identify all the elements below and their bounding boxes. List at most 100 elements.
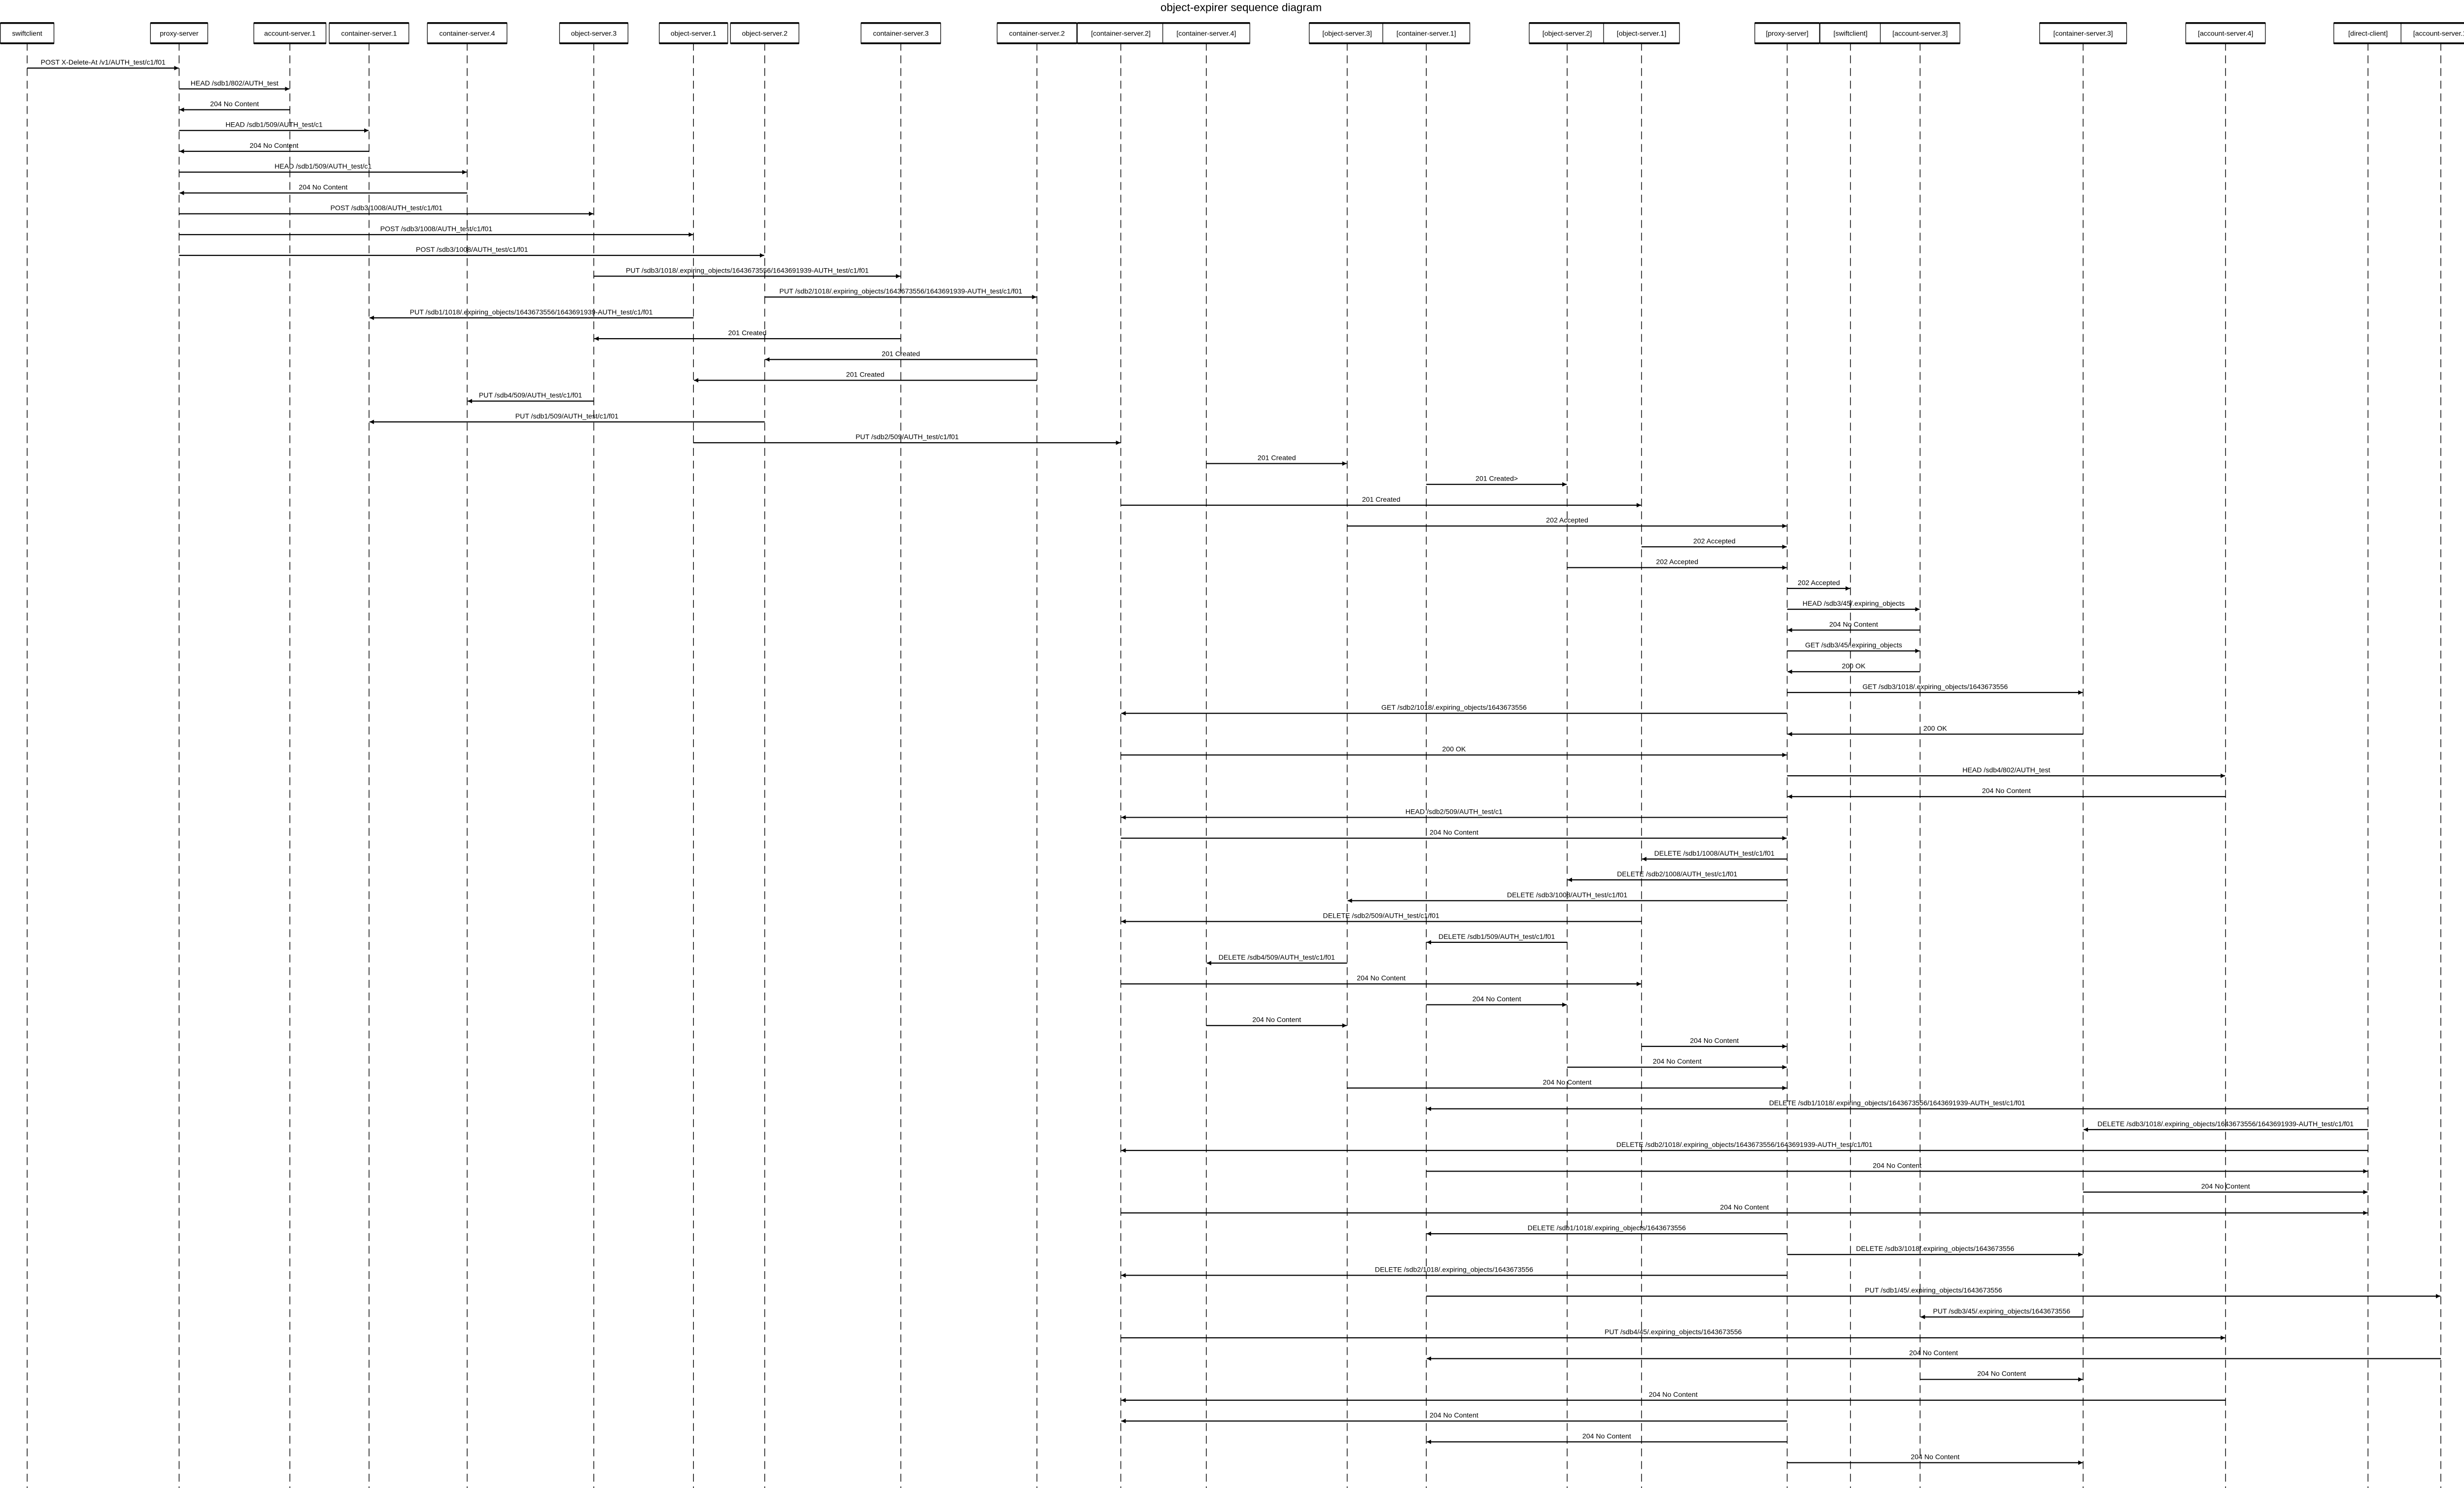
message-label: POST X-Delete-At /v1/AUTH_test/c1/f01 <box>41 58 166 66</box>
message: DELETE /sdb2/1018/.expiring_objects/1643… <box>1121 1141 2368 1153</box>
participant-box: account-server.1 <box>253 22 327 44</box>
message: 201 Created> <box>1426 475 1567 487</box>
message: DELETE /sdb3/1018/.expiring_objects/1643… <box>1787 1245 2083 1257</box>
participant-label: [object-server.2] <box>1542 30 1592 37</box>
message: DELETE /sdb1/1018/.expiring_objects/1643… <box>1427 1099 2368 1111</box>
message-label: HEAD /sdb1/509/AUTH_test/c1 <box>274 162 372 170</box>
message-label: 204 No Content <box>1649 1390 1698 1398</box>
message-label: 204 No Content <box>2201 1182 2250 1190</box>
participant-label: object-server.2 <box>742 30 787 37</box>
participant-label: [object-server.3] <box>1322 30 1372 37</box>
message: 204 No Content <box>1787 787 2226 799</box>
message-label: GET /sdb3/1018/.expiring_objects/1643673… <box>1862 683 2008 691</box>
message: 202 Accepted <box>1567 558 1787 570</box>
message-label: DELETE /sdb2/1018/.expiring_objects/1643… <box>1375 1265 1533 1273</box>
message: 204 No Content <box>1347 1078 1787 1090</box>
message: DELETE /sdb3/1008/AUTH_test/c1/f01 <box>1347 891 1787 903</box>
message-label: 202 Accepted <box>1693 537 1736 545</box>
message-label: PUT /sdb4/45/.expiring_objects/164367355… <box>1605 1328 1742 1336</box>
message: PUT /sdb1/509/AUTH_test/c1/f01 <box>369 412 765 424</box>
participant-box: [account-server.4] <box>2185 22 2266 44</box>
message: POST /sdb3/1008/AUTH_test/c1/f01 <box>179 245 764 258</box>
message-label: 202 Accepted <box>1546 516 1588 524</box>
participant-box: [object-server.3] <box>1309 22 1386 44</box>
message-label: 202 Accepted <box>1656 558 1699 566</box>
message-label: 204 No Content <box>250 141 299 149</box>
message: PUT /sdb2/1018/.expiring_objects/1643673… <box>764 287 1037 300</box>
message-label: 204 No Content <box>1909 1349 1958 1356</box>
message: PUT /sdb1/1018/.expiring_objects/1643673… <box>369 308 694 320</box>
participant-box: [swiftclient] <box>1819 22 1882 44</box>
message: 202 Accepted <box>1787 579 1850 591</box>
participant-box: [container-server.2] <box>1077 22 1165 44</box>
message-label: DELETE /sdb1/1018/.expiring_objects/1643… <box>1528 1224 1686 1232</box>
message-label: 204 No Content <box>1720 1203 1769 1211</box>
message-label: 204 No Content <box>299 183 347 191</box>
message: 200 OK <box>1787 724 2084 737</box>
participant-label: container-server.4 <box>439 30 495 37</box>
message: HEAD /sdb1/802/AUTH_test <box>179 79 290 91</box>
message: 204 No Content <box>179 100 290 112</box>
message-label: 204 No Content <box>210 100 259 108</box>
participant-box: object-server.1 <box>659 22 728 44</box>
message-label: POST /sdb3/1008/AUTH_test/c1/f01 <box>416 245 528 253</box>
message-label: 200 OK <box>1923 724 1947 732</box>
message-label: POST /sdb3/1008/AUTH_test/c1/f01 <box>330 204 443 212</box>
participant-label: [container-server.2] <box>1091 30 1151 37</box>
message: 201 Created <box>1121 495 1642 508</box>
participant-box: container-server.3 <box>860 22 941 44</box>
message: HEAD /sdb1/509/AUTH_test/c1 <box>179 162 467 174</box>
message: 204 No Content <box>1426 1161 2368 1174</box>
message: DELETE /sdb2/1008/AUTH_test/c1/f01 <box>1568 870 1787 882</box>
participant-label: [swiftclient] <box>1833 30 1867 37</box>
message: 204 No Content <box>1121 1411 1787 1423</box>
message-label: 204 No Content <box>1472 995 1521 1003</box>
message: 204 No Content <box>179 141 369 154</box>
participant-box: container-server.4 <box>427 22 508 44</box>
participant-label: [direct-client] <box>2348 30 2388 37</box>
message-label: DELETE /sdb2/509/AUTH_test/c1/f01 <box>1323 912 1439 920</box>
participant-box: container-server.2 <box>996 22 1077 44</box>
participant-label: account-server.1 <box>264 30 316 37</box>
participant-label: [container-server.1] <box>1397 30 1456 37</box>
message-label: 201 Created <box>1258 453 1296 461</box>
message: 204 No Content <box>1427 1349 2441 1361</box>
message: PUT /sdb3/1018/.expiring_objects/1643673… <box>593 266 901 278</box>
participant-box: [account-server.1] <box>2400 22 2464 44</box>
message: PUT /sdb4/45/.expiring_objects/164367355… <box>1121 1328 2225 1340</box>
message-label: HEAD /sdb2/509/AUTH_test/c1 <box>1405 807 1503 815</box>
message: DELETE /sdb3/1018/.expiring_objects/1643… <box>2084 1120 2368 1132</box>
participant-label: container-server.3 <box>873 30 928 37</box>
message: 204 No Content <box>1787 620 1920 632</box>
message: DELETE /sdb1/509/AUTH_test/c1/f01 <box>1427 933 1568 945</box>
message-label: 202 Accepted <box>1798 579 1840 587</box>
participant-box: object-server.3 <box>559 22 629 44</box>
message: HEAD /sdb1/509/AUTH_test/c1 <box>179 121 369 133</box>
message: 200 OK <box>1787 662 1920 674</box>
participant-label: [container-server.3] <box>2053 30 2113 37</box>
message: 204 No Content <box>1426 995 1567 1007</box>
message: PUT /sdb1/45/.expiring_objects/164367355… <box>1426 1286 2441 1299</box>
message-label: DELETE /sdb4/509/AUTH_test/c1/f01 <box>1219 953 1335 961</box>
message: HEAD /sdb3/45/.expiring_objects <box>1787 599 1920 612</box>
message-label: DELETE /sdb3/1018/.expiring_objects/1643… <box>2097 1120 2354 1128</box>
message: 201 Created <box>594 329 901 341</box>
message: 204 No Content <box>1121 974 1642 986</box>
message: DELETE /sdb4/509/AUTH_test/c1/f01 <box>1206 953 1347 966</box>
participant-box: proxy-server <box>150 22 208 44</box>
participant-label: [object-server.1] <box>1617 30 1667 37</box>
message: 201 Created <box>694 371 1037 383</box>
message: POST X-Delete-At /v1/AUTH_test/c1/f01 <box>27 58 179 70</box>
message: 204 No Content <box>1427 1432 1787 1444</box>
message: PUT /sdb4/509/AUTH_test/c1/f01 <box>467 391 594 404</box>
message-label: DELETE /sdb2/1018/.expiring_objects/1643… <box>1616 1141 1873 1148</box>
participant-box: [direct-client] <box>2333 22 2403 44</box>
participant-box: [proxy-server] <box>1754 22 1820 44</box>
message-label: 204 No Content <box>1653 1057 1702 1065</box>
message: 200 OK <box>1121 745 1787 758</box>
message-label: PUT /sdb1/45/.expiring_objects/164367355… <box>1865 1286 2002 1294</box>
message: GET /sdb2/1018/.expiring_objects/1643673… <box>1121 703 1787 716</box>
message: 204 No Content <box>2083 1182 2368 1195</box>
message-label: 204 No Content <box>1430 1411 1478 1419</box>
